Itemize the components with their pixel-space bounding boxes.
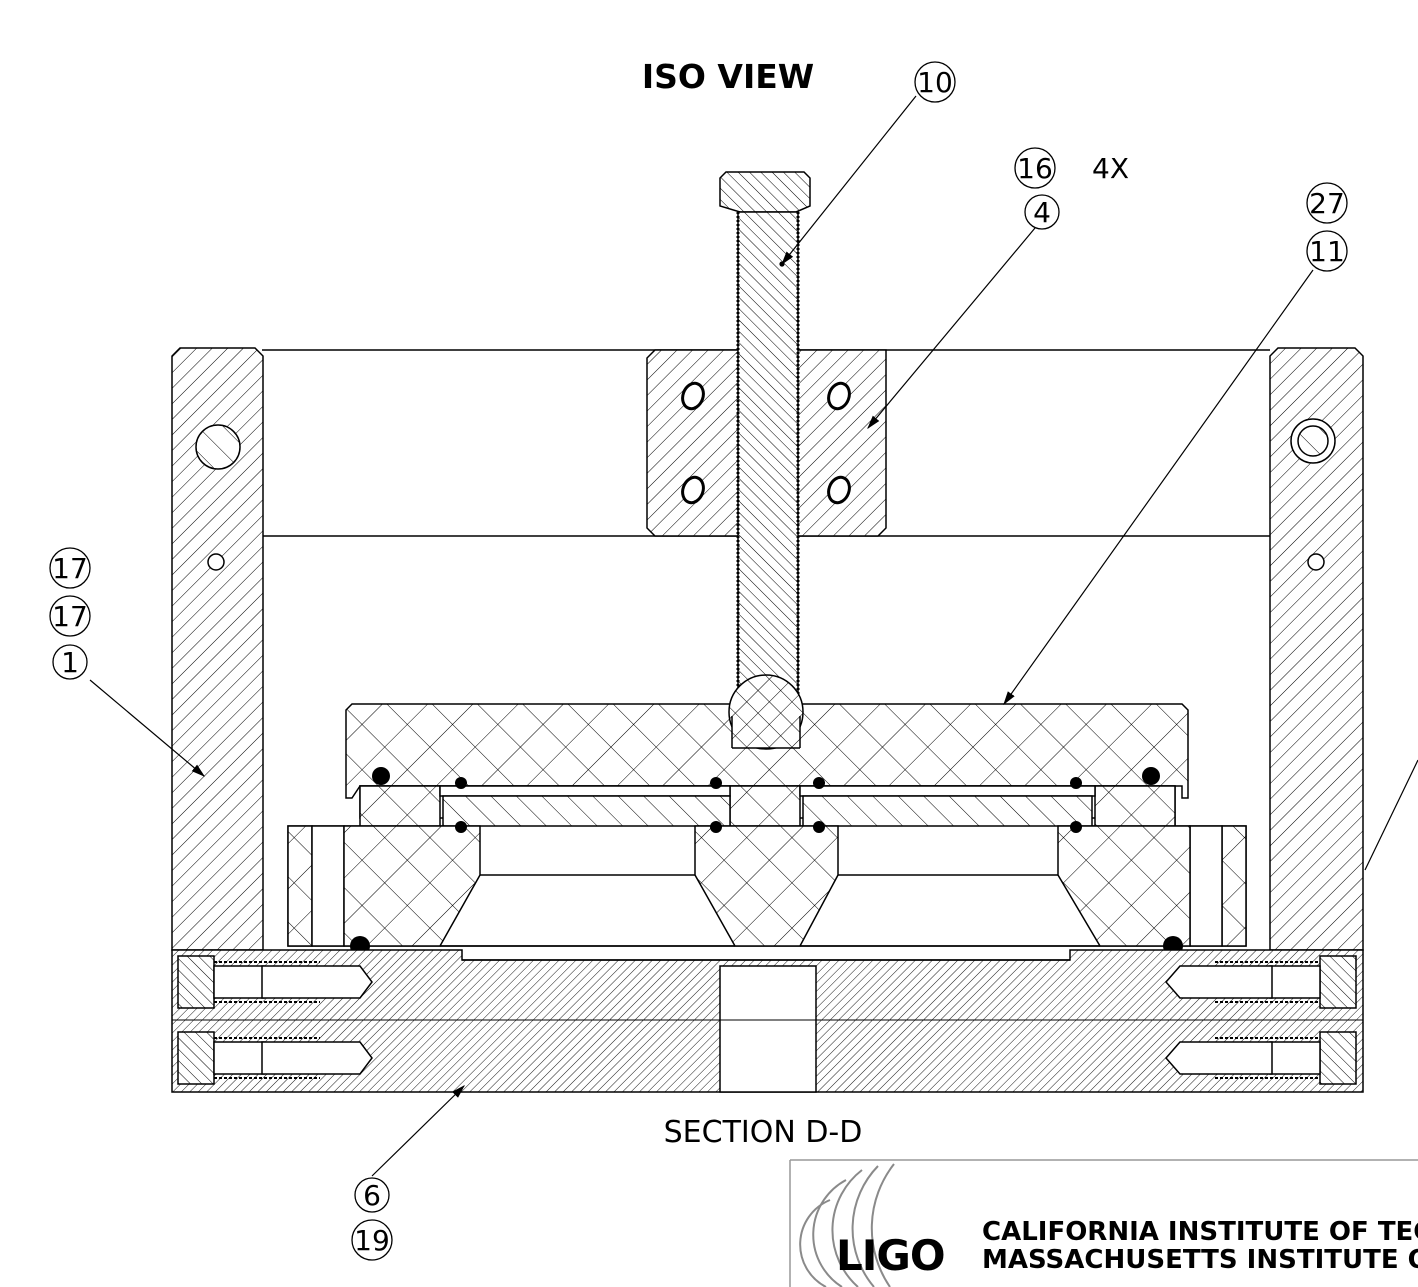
right-fasteners xyxy=(1165,955,1357,1085)
balloons xyxy=(49,61,1348,1261)
balloon-17a-text: 17 xyxy=(52,552,88,585)
optic-housing-lower xyxy=(287,825,1247,947)
right-post-pin-inner xyxy=(1297,425,1329,457)
section-title: SECTION D-D xyxy=(664,1115,863,1150)
balloon-1 xyxy=(52,644,88,680)
balloon-10 xyxy=(914,61,956,103)
balloon-17b-text: 17 xyxy=(52,600,88,633)
ligo-logo-arcs xyxy=(799,1163,895,1287)
left-fasteners xyxy=(177,955,373,1085)
title-block: LIGO CALIFORNIA INSTITUTE OF TEC MASSACH… xyxy=(789,1159,1418,1287)
balloon-6-text: 6 xyxy=(363,1179,381,1212)
institution-line-1: CALIFORNIA INSTITUTE OF TEC xyxy=(982,1217,1418,1247)
right-post-hole xyxy=(1307,553,1325,571)
ligo-logo: LIGO xyxy=(836,1231,945,1280)
balloon-labels: 10 16 4X 4 27 11 17 17 1 6 19 xyxy=(52,66,1345,1257)
institution-line-2: MASSACHUSETTS INSTITUTE OF xyxy=(982,1245,1418,1275)
top-plate xyxy=(345,674,1189,799)
left-post-pin xyxy=(195,424,241,470)
balloon-11 xyxy=(1306,230,1348,272)
balloon-16-qty: 4X xyxy=(1092,152,1129,185)
left-post-hole xyxy=(207,553,225,571)
balloon-4 xyxy=(1024,194,1060,230)
frame xyxy=(171,347,1364,951)
balloon-6 xyxy=(354,1177,390,1213)
balloon-11-text: 11 xyxy=(1309,235,1345,268)
balloon-19-text: 19 xyxy=(354,1224,390,1257)
balloon-1-text: 1 xyxy=(61,646,79,679)
leader-lines xyxy=(89,95,1418,1177)
balloon-4-text: 4 xyxy=(1033,196,1051,229)
balloon-16-text: 16 xyxy=(1017,152,1053,185)
iso-view-title: ISO VIEW xyxy=(642,57,814,96)
balloon-10-text: 10 xyxy=(917,66,953,99)
balloon-27 xyxy=(1306,182,1348,224)
balloon-19 xyxy=(351,1219,393,1261)
base-plate xyxy=(171,949,1364,1093)
balloon-16 xyxy=(1014,147,1056,189)
balloon-17a xyxy=(49,547,91,589)
balloon-17b xyxy=(49,595,91,637)
screw xyxy=(719,171,811,749)
balloon-27-text: 27 xyxy=(1309,187,1345,220)
